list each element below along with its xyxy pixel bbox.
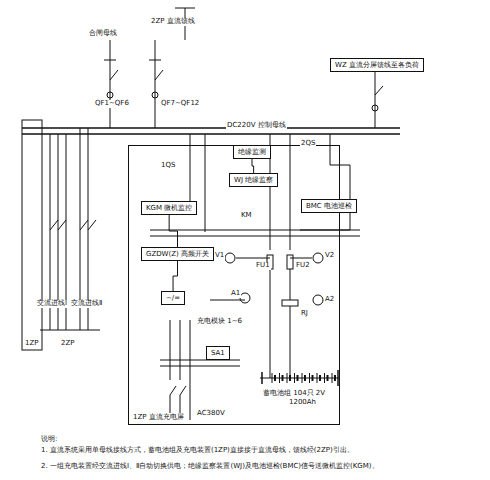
node-text: SA1 — [211, 349, 225, 357]
node-text: BMC 电池巡检 — [306, 202, 352, 210]
signal-wire — [169, 215, 177, 247]
signal-wire — [252, 159, 254, 173]
meter-label: A1 — [230, 290, 241, 298]
breaker-label: QF1~QF6 — [94, 100, 130, 108]
module-label: 充电模块 1~6 — [196, 318, 243, 326]
charger-box: GZDW(Z) 高频开关 — [141, 247, 214, 261]
meter-label: V2 — [324, 252, 335, 260]
note: 1. 直流系统采用单母线接线方式，蓄电池组及充电装置(1ZP)直接接于直流母线，… — [40, 446, 472, 455]
switch-label: 2QS — [300, 140, 316, 148]
battery-inspect-box: BMC 电池巡检 — [301, 199, 357, 213]
input-label: 交流进线Ⅱ — [70, 300, 103, 308]
monitor-box: KGM 微机监控 — [141, 201, 197, 215]
feeder-label: 2ZP 直流馈线 — [150, 18, 196, 26]
insulation-relay-box: WJ 绝缘监察 — [229, 173, 278, 187]
meter-label: V1 — [214, 252, 225, 260]
bus-label: 合闸母线 — [88, 30, 118, 38]
bus-label: DC220V 控制母线 — [226, 122, 287, 130]
node-text: ~/= — [166, 294, 180, 302]
meter-label: A2 — [324, 296, 335, 304]
contactor-label: KM — [240, 212, 253, 220]
node-text: WZ 直流分屏馈线至各负荷 — [335, 61, 419, 69]
node-text: GZDW(Z) 高频开关 — [146, 250, 209, 258]
node-text: WJ 绝缘监察 — [234, 176, 273, 184]
voltage-label: AC380V — [196, 410, 226, 418]
cabinet-outline: 1ZP 直流充电屏 绝缘监测 WJ 绝缘监察 KGM 微机监控 GZDW(Z) 高频开关… — [128, 145, 340, 425]
switch-label: 1QS — [160, 162, 176, 170]
node-text: KGM 微机监控 — [146, 204, 192, 212]
fuse-label: FU1 — [255, 262, 271, 270]
insulation-monitor-box: 绝缘监测 — [233, 145, 271, 159]
rectifier-box: ~/= — [161, 291, 185, 305]
feeder-band: WZ 直流分屏馈线至各负荷 — [330, 58, 424, 72]
switch-box: SA1 — [206, 346, 230, 360]
battery-label: 蓄电池组 104只 2V — [262, 390, 326, 398]
node-text: 绝缘监测 — [238, 148, 266, 156]
signal-wire — [173, 261, 177, 291]
shunt-label: RJ — [300, 310, 309, 318]
note-heading: 说明: — [40, 436, 58, 444]
node-text: 1ZP 直流充电屏 — [133, 413, 184, 421]
panel-label: 2ZP — [60, 340, 75, 348]
breaker-label: QF7~QF12 — [160, 100, 200, 108]
note: 2. 一组充电装置经交流进线Ⅰ、Ⅱ自动切换供电；绝缘监察装置(WJ)及电池巡检(… — [40, 462, 472, 471]
input-label: 交流进线Ⅰ — [36, 300, 68, 308]
panel-label: 1ZP — [24, 340, 39, 348]
fuse-label: FU2 — [295, 262, 311, 270]
battery-label: 1200Ah — [288, 399, 317, 407]
